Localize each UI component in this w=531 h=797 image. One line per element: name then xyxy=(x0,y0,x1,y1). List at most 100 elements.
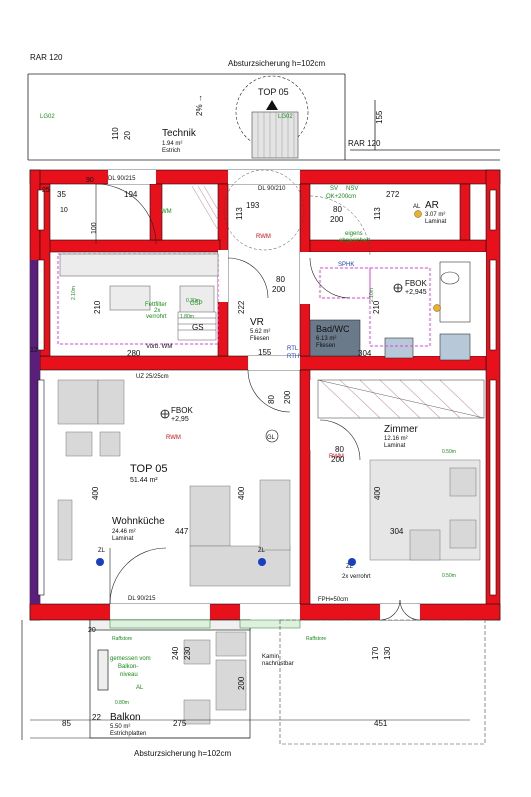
fettfilter-count: 2x xyxy=(154,308,160,314)
fbok-marker-bad xyxy=(393,283,403,293)
fbok-marker-living xyxy=(160,409,170,419)
technik-floor: Estrich xyxy=(162,148,180,154)
dim-447: 447 xyxy=(175,527,189,536)
dim-240: 240 xyxy=(171,646,180,660)
sphk-label: SPHK xyxy=(338,262,354,268)
slope-top-label: 2% → xyxy=(195,94,204,116)
ok-label: OK+200cm xyxy=(326,194,356,200)
vr-name: VR xyxy=(250,317,264,328)
dim-222: 222 xyxy=(237,300,246,314)
top-label: TOP 05 xyxy=(258,87,289,97)
dim-22: 22 xyxy=(92,713,101,722)
dim-100: 100 xyxy=(91,222,98,234)
door-openings xyxy=(108,170,420,620)
dim-10: 10 xyxy=(60,207,68,214)
dim-050a: 0.50m xyxy=(442,449,456,455)
zl-center: ZL xyxy=(258,548,266,554)
dim-230: 230 xyxy=(183,646,192,660)
stair-box xyxy=(177,311,217,341)
technik-area: 1.94 m² xyxy=(162,141,182,147)
vr-area: 5.62 m² xyxy=(250,329,270,335)
balkon-name: Balkon xyxy=(110,712,141,723)
dim-200e: 200 xyxy=(237,676,246,690)
fettfilter-label: Fettfilter xyxy=(145,302,167,308)
balkon-floor: Estrichplatten xyxy=(110,731,146,737)
ar-name: AR xyxy=(425,200,439,211)
dim-113b: 113 xyxy=(373,207,382,220)
ar-floor: Laminat xyxy=(425,219,447,225)
dim-130: 130 xyxy=(383,646,392,660)
fbok-bad-label: FBOK xyxy=(405,279,427,288)
wohnkueche-floor: Laminat xyxy=(112,536,134,542)
wohnkueche-area: 24.46 m² xyxy=(112,529,136,535)
wohnkueche-name: Wohnküche xyxy=(112,516,165,527)
gemessen-line3: niveau xyxy=(120,672,138,678)
bad-floor: Fliesen xyxy=(316,343,335,349)
dim-12: 12 xyxy=(30,347,38,354)
kamin-sub-label: nachrüstbar xyxy=(262,661,294,667)
dim-451: 451 xyxy=(374,719,388,728)
dim-210a-num: 210 xyxy=(93,300,102,314)
gemessen-line2: Balkon- xyxy=(118,664,138,670)
ar-prefix: AL xyxy=(413,204,421,210)
railing-bottom-label: Absturzsicherung h=102cm xyxy=(134,749,232,758)
technik-name: Technik xyxy=(162,128,197,139)
dim-20b: 20 xyxy=(88,627,96,634)
fbok-living-value: +2,95 xyxy=(171,416,189,423)
raffstore-terrace: Raffstore xyxy=(306,636,326,642)
door-label-technik: DL 90/215 xyxy=(108,176,136,182)
right-terrace xyxy=(279,619,486,745)
dim-80d: 80 xyxy=(335,445,344,454)
dim-80c: 80 xyxy=(267,395,276,404)
uz-label: UZ 25/25cm xyxy=(136,374,169,380)
rwm-zimmer: RWM xyxy=(329,454,344,460)
dim-35: 35 xyxy=(57,190,66,199)
dim-180: 1.80m xyxy=(180,314,194,320)
lg02-left: LG02 xyxy=(40,114,55,120)
ar-area: 3.07 m² xyxy=(425,212,445,218)
fbok-living-label: FBOK xyxy=(171,406,193,415)
dim-193: 193 xyxy=(246,201,260,210)
fettfilter-pipe: verrohrt xyxy=(146,314,167,320)
dim-400c: 400 xyxy=(373,486,382,500)
rwm-vr: RWM xyxy=(256,234,271,240)
railing-top-label: Absturzsicherung h=102cm xyxy=(228,59,326,68)
rar-right-label: RAR 120 xyxy=(348,139,381,148)
gsp-label: GSP xyxy=(190,301,203,307)
top-terrace xyxy=(27,73,500,161)
dim-304a: 304 xyxy=(358,349,372,358)
dim-080: 0.80m xyxy=(115,700,129,706)
zl-zimmer: ZL xyxy=(346,564,354,570)
top05-name: TOP 05 xyxy=(130,463,168,475)
rar-top-label: RAR 120 xyxy=(30,53,63,62)
dim-400a: 400 xyxy=(91,486,100,500)
top05-area: 51.44 m² xyxy=(130,477,158,484)
lg02-top: LG02 xyxy=(278,114,293,120)
furniture xyxy=(57,379,481,725)
dim-280: 280 xyxy=(127,349,141,358)
shower-block xyxy=(309,319,361,357)
dim-20: 20 xyxy=(123,131,132,140)
windows xyxy=(37,189,497,596)
abgesichert-label: abgesichert xyxy=(339,238,370,244)
dim-272: 272 xyxy=(386,190,400,199)
dim-90: 90 xyxy=(86,177,94,184)
zimmer-name: Zimmer xyxy=(384,424,419,435)
facade-strip xyxy=(30,260,40,604)
gemessen-line1: gemessen vom xyxy=(110,656,151,662)
rtl-label: RTL xyxy=(287,346,299,352)
nsv-label: NSV xyxy=(346,186,358,192)
bad-name: Bad/WC xyxy=(316,324,350,334)
door-swings xyxy=(95,183,421,621)
gl-label: GL xyxy=(267,435,276,441)
dim-170: 170 xyxy=(371,646,380,660)
door-label-balkon: DL 90/215 xyxy=(128,596,156,602)
dim-050b: 0.50m xyxy=(442,573,456,579)
dim-80b: 80 xyxy=(276,275,285,284)
dim-80a: 80 xyxy=(333,205,342,214)
wm-label: WM xyxy=(161,209,172,215)
hatched-areas xyxy=(191,185,481,419)
dashed-swings xyxy=(223,169,371,257)
zimmer-floor: Laminat xyxy=(384,443,406,449)
zimmer-area: 12.16 m² xyxy=(384,436,408,442)
